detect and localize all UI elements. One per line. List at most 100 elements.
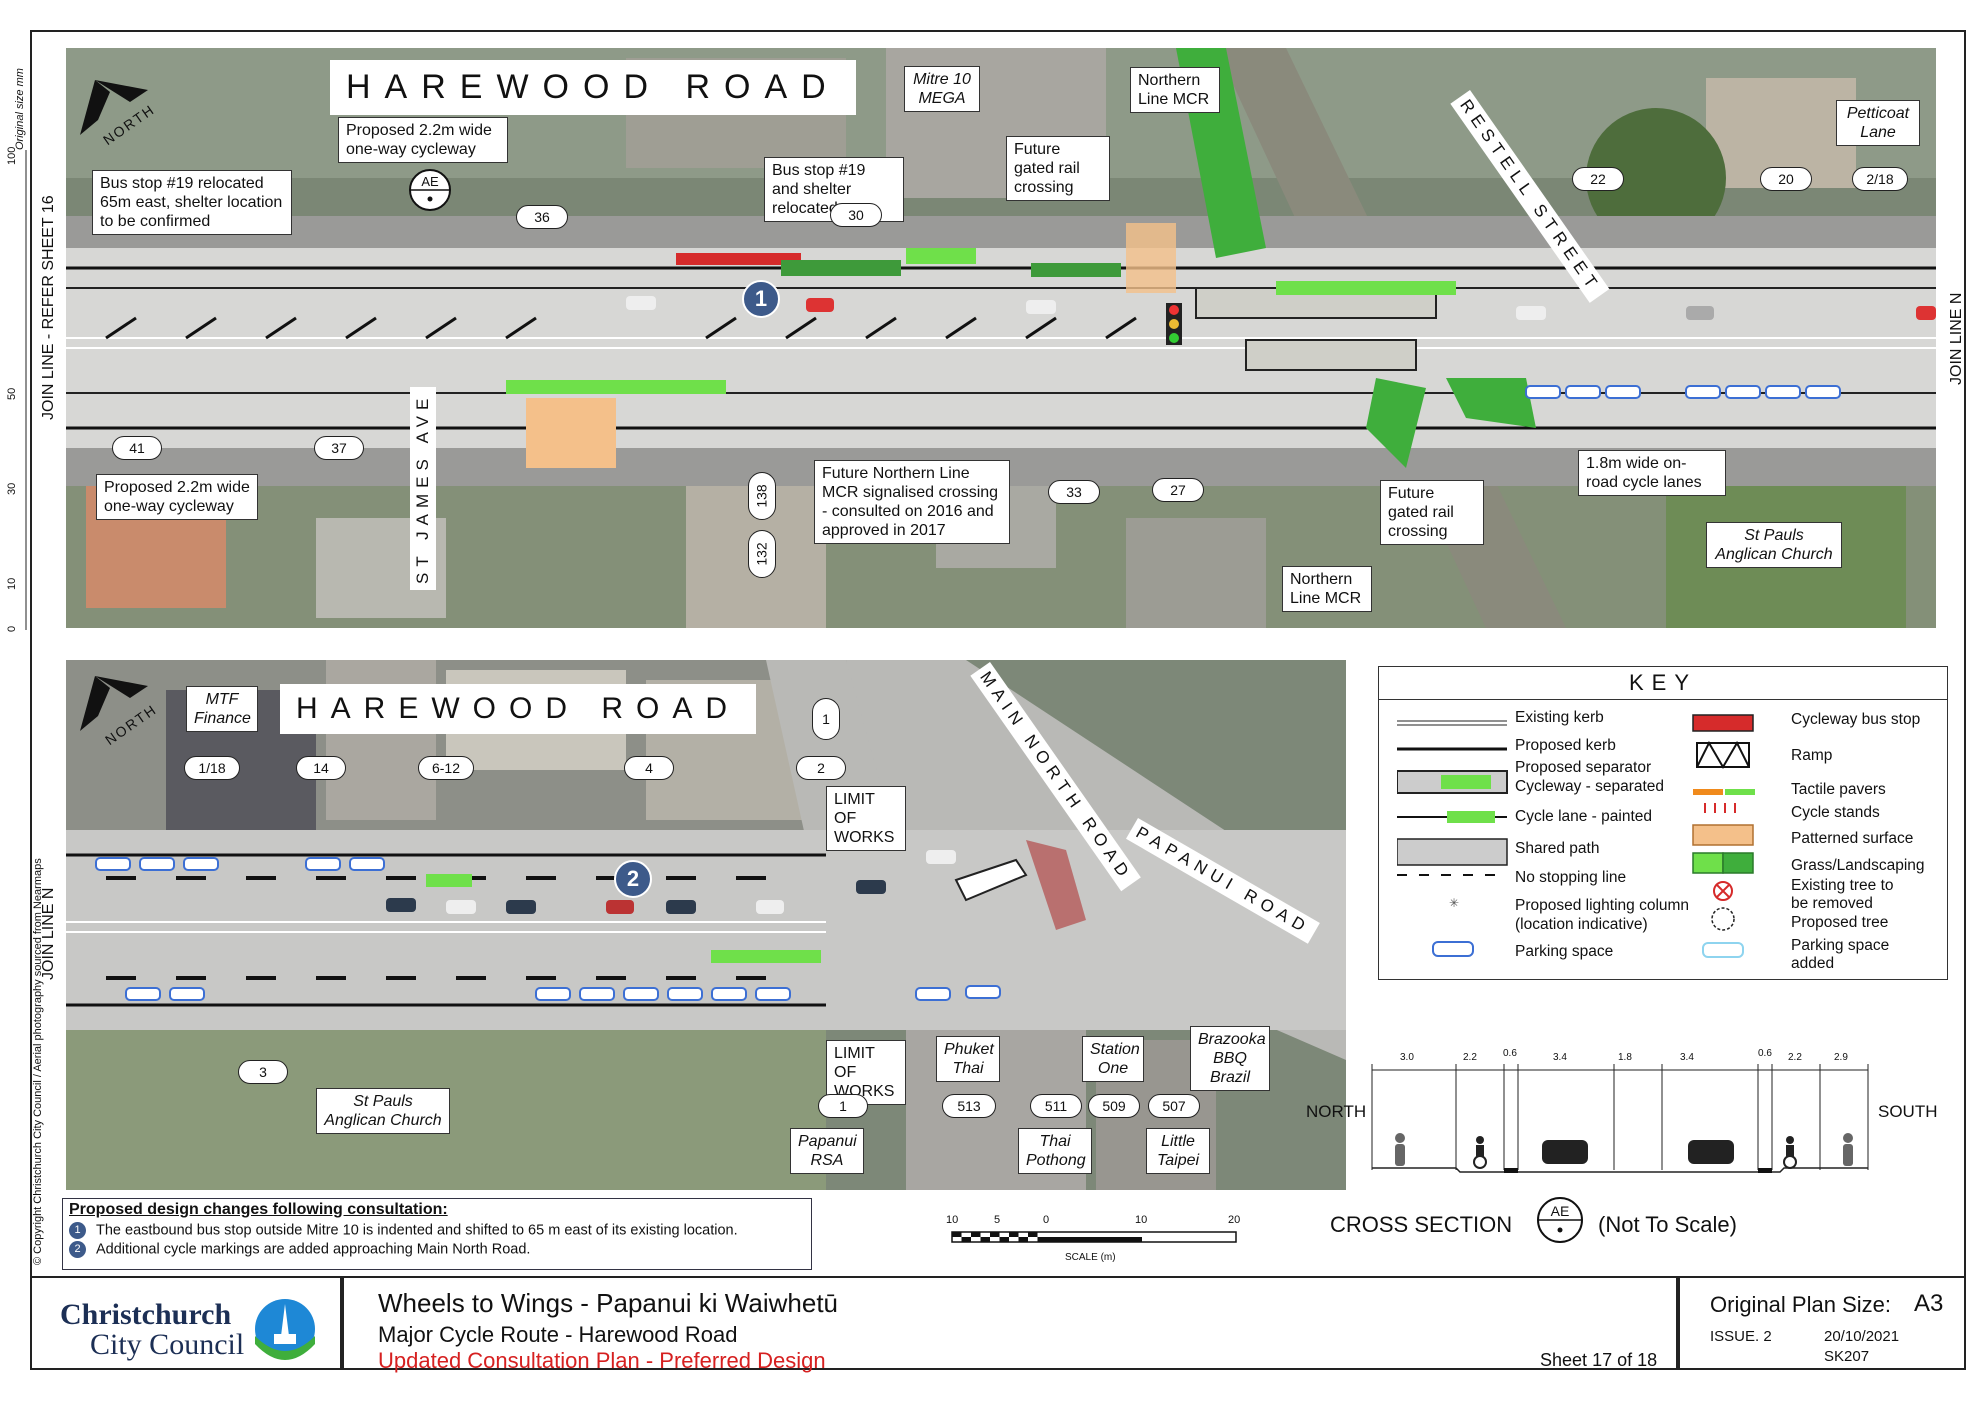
limit-of-works-top: LIMIT OF WORKS — [826, 786, 906, 851]
xs-dim-4: 1.8 — [1618, 1052, 1632, 1063]
key-existing-kerb: Existing kerb — [1515, 709, 1604, 726]
key-cycle-lane-painted: Cycle lane - painted — [1515, 808, 1652, 825]
key-cycleway-bus-stop: Cycleway bus stop — [1791, 711, 1921, 728]
section-marker-icon — [409, 169, 451, 211]
design-change-marker-2: 2 — [614, 860, 652, 898]
project-name: Wheels to Wings - Papanui ki Waiwhetū — [378, 1288, 839, 1318]
address-509: 509 — [1088, 1094, 1140, 1118]
design-changes-notes: Proposed design changes following consul… — [62, 1198, 812, 1270]
business-thai-pothong: Thai Pothong — [1018, 1128, 1092, 1174]
xs-north: NORTH — [1306, 1102, 1367, 1121]
xs-dim-5: 3.4 — [1680, 1052, 1694, 1063]
key-parking-added: Parking space — [1791, 937, 1890, 954]
issue: ISSUE. 2 — [1710, 1328, 1772, 1345]
business-little-taipei: Little Taipei — [1146, 1128, 1210, 1174]
key-grass: Grass/Landscaping — [1791, 857, 1925, 874]
key-no-stopping: No stopping line — [1515, 869, 1627, 886]
key-parking-space: Parking space — [1515, 943, 1614, 960]
address-3: 3 — [238, 1060, 288, 1084]
business-station: Station One — [1082, 1036, 1144, 1082]
business-brazooka: Brazooka BBQ Brazil — [1190, 1026, 1270, 1091]
legend-key: KEY ✳ Existing kerb Proposed kerb Propos… — [1378, 666, 1948, 980]
ruler-0: 0 — [6, 625, 18, 632]
section-marker-label: AE — [421, 174, 439, 189]
key-parking-added-2: added — [1791, 955, 1835, 972]
cross-section-drawing — [1371, 1064, 1869, 1173]
join-line-left: JOIN LINE - REFER SHEET 16 — [40, 195, 57, 420]
council-logo-icon — [255, 1299, 315, 1360]
business-st-pauls-top: St Pauls Anglican Church — [1706, 522, 1842, 568]
bottom-road-title: HAREWOOD ROAD — [280, 684, 757, 734]
xs-dim-2: 0.6 — [1503, 1048, 1517, 1059]
callout-northern-mcr-bottom: Northern Line MCR — [1282, 566, 1372, 612]
ruler-30: 30 — [6, 482, 18, 495]
address-27: 27 — [1152, 478, 1204, 502]
key-cycle-stands: Cycle stands — [1791, 804, 1880, 821]
address-1-bottom: 1 — [818, 1094, 868, 1118]
council-name-1: Christchurch — [60, 1298, 232, 1331]
join-line-right: JOIN LINE N — [1948, 292, 1965, 385]
callout-cycleway-north: Proposed 2.2m wide one-way cycleway — [338, 117, 508, 163]
key-tree-removed-2: be removed — [1791, 895, 1873, 912]
business-st-pauls-bottom: St Pauls Anglican Church — [316, 1088, 450, 1134]
council-name-2: City Council — [90, 1328, 245, 1361]
size-ruler — [25, 150, 27, 630]
address-30: 30 — [830, 203, 882, 227]
callout-cycleway-south: Proposed 2.2m wide one-way cycleway — [96, 474, 258, 520]
address-4: 4 — [624, 756, 674, 780]
council-logo-block: Christchurch City Council — [30, 1276, 342, 1370]
join-line-bottom: JOIN LINE N — [40, 887, 57, 980]
business-papanui-rsa: Papanui RSA — [790, 1128, 864, 1174]
scale-bar — [951, 1231, 1237, 1243]
scale-tick-10a: 10 — [946, 1214, 959, 1226]
address-41: 41 — [112, 436, 162, 460]
callout-bus-stop-east: Bus stop #19 relocated 65m east, shelter… — [92, 170, 292, 235]
address-37: 37 — [314, 436, 364, 460]
address-36: 36 — [516, 205, 568, 229]
scale-tick-10b: 10 — [1135, 1214, 1148, 1226]
business-petticoat: Petticoat Lane — [1836, 100, 1920, 146]
callout-northern-mcr-top: Northern Line MCR — [1130, 67, 1220, 113]
street-st-james: ST JAMES AVE — [410, 386, 436, 590]
key-proposed-tree: Proposed tree — [1791, 914, 1889, 931]
business-phuket: Phuket Thai — [936, 1036, 1000, 1082]
key-symbols-right — [1692, 714, 1755, 958]
address-2: 2 — [796, 756, 846, 780]
scale-tick-5: 5 — [994, 1214, 1001, 1226]
xs-label: CROSS SECTION — [1330, 1212, 1513, 1237]
address-33: 33 — [1048, 480, 1100, 504]
xs-dim-7: 2.2 — [1788, 1052, 1802, 1063]
key-ramp: Ramp — [1791, 747, 1833, 764]
business-mitre10: Mitre 10 MEGA — [904, 66, 980, 112]
xs-south: SOUTH — [1878, 1102, 1938, 1121]
callout-future-mcr: Future Northern Line MCR signalised cros… — [814, 460, 1010, 544]
top-road-title: HAREWOOD ROAD — [330, 60, 856, 115]
address-138: 138 — [748, 472, 776, 520]
xs-dim-1: 2.2 — [1463, 1052, 1477, 1063]
address-1-top: 1 — [812, 698, 840, 740]
scale-tick-20: 20 — [1228, 1214, 1241, 1226]
issue-date: 20/10/2021 — [1824, 1328, 1900, 1345]
notes-title: Proposed design changes following consul… — [69, 1201, 448, 1218]
callout-gated-top: Future gated rail crossing — [1006, 136, 1110, 201]
address-22: 22 — [1572, 167, 1624, 191]
key-shared-path: Shared path — [1515, 840, 1600, 857]
address-1-18: 1/18 — [184, 756, 240, 780]
xs-marker-label: AE — [1550, 1203, 1570, 1219]
address-20: 20 — [1760, 167, 1812, 191]
business-mtf: MTF Finance — [186, 686, 258, 732]
plan-status: Updated Consultation Plan - Preferred De… — [378, 1348, 826, 1373]
ruler-10: 10 — [6, 577, 18, 590]
xs-marker-icon — [1537, 1197, 1583, 1243]
address-2-18: 2/18 — [1852, 167, 1908, 191]
key-title: KEY — [1379, 667, 1947, 700]
address-513: 513 — [942, 1094, 996, 1118]
drawing-number: SK207 — [1824, 1348, 1870, 1365]
address-14: 14 — [296, 756, 346, 780]
key-symbols-left: ✳ — [1397, 720, 1508, 957]
design-change-marker-1: 1 — [742, 280, 780, 318]
plan-size-label: Original Plan Size: — [1710, 1292, 1891, 1317]
sheet-number: Sheet 17 of 18 — [1540, 1350, 1658, 1370]
